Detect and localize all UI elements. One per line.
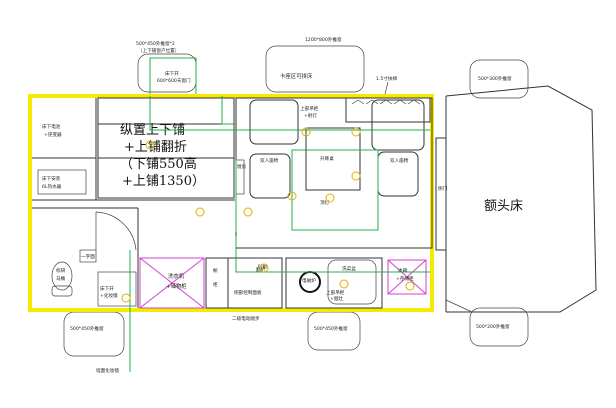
side-door-label: 侧门: [438, 185, 448, 192]
window-top-center: 1200*800外推窗 卡座区可拼床: [265, 36, 365, 93]
heater-label-b: 6L热水器: [42, 183, 62, 190]
heater-label-a: 床下安装: [42, 175, 61, 182]
window-right-top: 500*300外推窗: [469, 59, 529, 99]
window-right-top-label: 500*300外推窗: [478, 75, 512, 82]
cab-bed-label: 额头床: [484, 199, 523, 214]
fridge-label-a: 冰箱: [398, 267, 408, 274]
ceiling-light-label: 顶灯: [320, 199, 330, 206]
seat-right-label: 双人座椅: [390, 157, 409, 164]
toilet-label-a: 标研: [56, 267, 66, 274]
bunk-label-4: +上铺1350）: [122, 174, 205, 189]
window-bottom-center-label: 500*450外推窗: [314, 325, 348, 332]
upper-cab-label-a: 上部吊柜: [300, 105, 319, 112]
cabinet-label-b: 柜: [213, 281, 218, 288]
window-right-bottom-label: 500*200外推窗: [476, 323, 510, 330]
range-hood-label-a: 上部吊柜: [326, 289, 345, 296]
bunk-label-3: （下铺550高: [120, 156, 197, 172]
bunk-bed: 纵置上下铺 +上铺翻折 （下铺550高 +上铺1350）: [97, 97, 235, 199]
range-hood-label-b: +烟灶: [330, 295, 343, 302]
dinette: 升降桌 双人座椅 双人座椅 上部吊柜 +射灯 顶灯 翻折 厨房: [235, 97, 433, 273]
cabinet-label-a: 橱: [213, 267, 218, 274]
kitchen-sign: 厨房: [237, 163, 247, 170]
window-top-center-label: 1200*800外推窗: [305, 36, 342, 43]
seat-bed-label: 卡座区可拼床: [280, 72, 313, 80]
window-right-bottom: 500*200外推窗: [469, 307, 529, 347]
side-door: [435, 137, 447, 251]
washer-label-b: +储物柜: [166, 282, 187, 290]
toilet-label-b: 马桶: [56, 275, 66, 282]
sink-label: 洗菜盆: [342, 265, 356, 272]
cab-area: 额头床: [445, 85, 597, 313]
cutting-label: 砧板: [258, 263, 268, 270]
side-panel-label: 侧部控制面板: [234, 289, 262, 296]
skylight-label-a: 床下开: [165, 70, 179, 77]
window-top-left-label: 500*450外推窗*2: [136, 40, 175, 47]
cooker-label: 电磁炉: [302, 277, 316, 284]
bunk-label-2: +上铺翻折: [124, 140, 187, 155]
window-top-left-sub: （上下铺窗户位置）: [138, 47, 179, 54]
washer-label-a: 洗衣机: [168, 272, 185, 280]
ceiling-lights: [121, 127, 415, 303]
makeup-label: 床下开: [100, 285, 114, 292]
window-bottom-left: 500*450外推窗: [63, 311, 125, 357]
corner-label: 一字面: [81, 253, 95, 260]
power-lines: [129, 96, 430, 372]
skylight-outline: [149, 57, 197, 97]
battery-label-b: +逆变器: [44, 131, 62, 138]
wall-mirror-label: 墙面化妆镜: [96, 367, 119, 374]
fridge-label-b: +存储柜: [396, 275, 414, 282]
bathroom: 标研 马桶 一字面 床下开 +化妆镜: [32, 207, 139, 308]
washer-cabinet: 洗衣机 +储物柜: [139, 257, 205, 309]
window-top-left: 500*450外推窗*2 （上下铺窗户位置）: [136, 40, 197, 93]
seat-left-label: 双人座椅: [260, 157, 279, 164]
upper-cab-label-b: +射灯: [304, 112, 317, 119]
kitchen: 砧板 侧部控制面板 电磁炉 洗菜盆 上部吊柜 +烟灶 冰箱 +存储柜: [227, 257, 427, 309]
window-bottom-center: 500*450外推窗: [307, 311, 361, 351]
left-storage: 床下电池 +逆变器 床下安装 6L热水器: [32, 98, 235, 201]
battery-label-a: 床下电池: [42, 123, 61, 130]
stairs-label: 1.5寸扶梯: [376, 75, 397, 82]
lift-table-label: 升降桌: [320, 155, 334, 162]
sofa-mark-label: 翻折: [256, 266, 266, 273]
skylight-label-b: 600*600天窗门: [157, 77, 191, 84]
electric-step-label: 二级电动踏步: [232, 315, 260, 322]
window-bottom-left-label: 500*450外推窗: [70, 325, 104, 332]
makeup-label-b: +化妆镜: [100, 292, 118, 299]
